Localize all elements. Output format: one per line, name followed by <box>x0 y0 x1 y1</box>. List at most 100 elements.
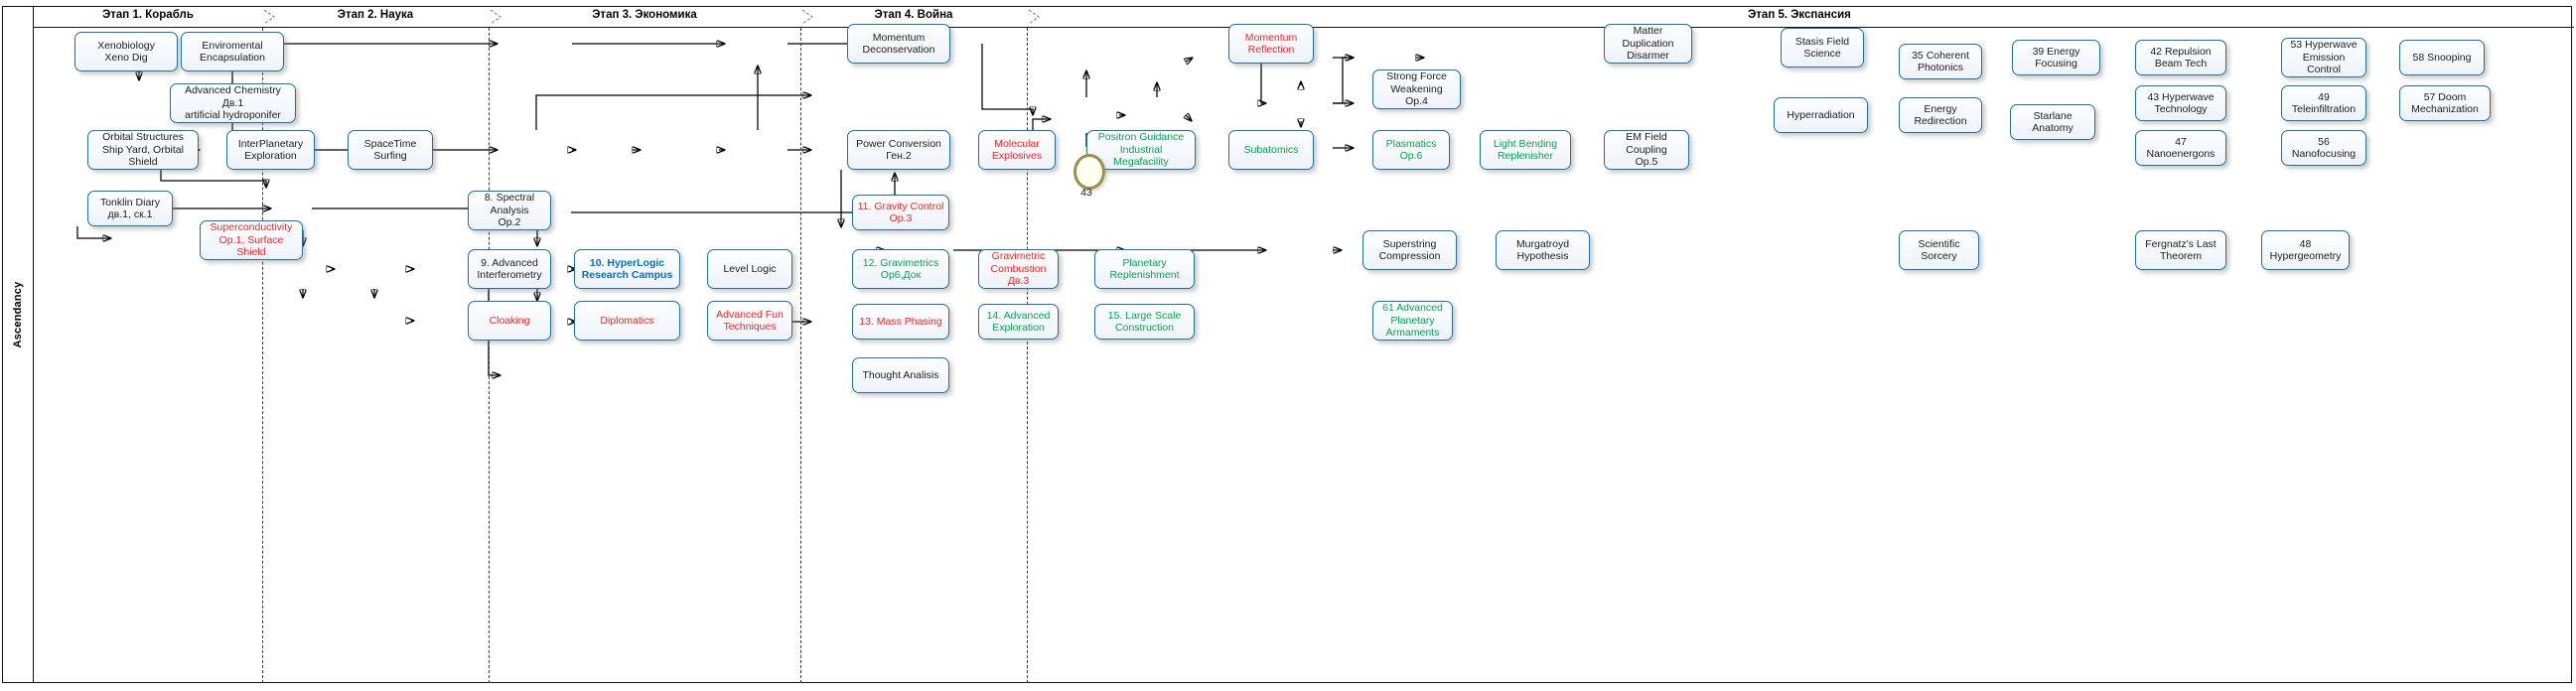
tech-node-label: 9. Advanced Interferometry <box>477 256 542 281</box>
tech-node-n24[interactable]: Plasmatics Op.6 <box>1372 130 1450 170</box>
tech-node-label: Fergnatz's Last Theorem <box>2145 237 2217 262</box>
tech-node-label: 47 Nanoenergons <box>2146 135 2216 160</box>
tech-node-n35[interactable]: 61 Advanced Planetary Armaments <box>1372 301 1453 341</box>
tech-node-n45[interactable]: 43 Hyperwave Technology <box>2135 85 2226 121</box>
tech-node-n02[interactable]: Enviromental Encapsulation <box>181 32 284 71</box>
tech-node-n49[interactable]: 57 Doom Mechanization <box>2399 85 2491 121</box>
tech-node-n30[interactable]: Gravimetric Combustion Дв.3 <box>978 249 1059 289</box>
tech-node-n18[interactable]: Momentum Reflection <box>1228 24 1314 64</box>
tech-node-label: Momentum Reflection <box>1244 31 1298 56</box>
tech-node-n32[interactable]: 13. Mass Phasing <box>852 304 949 340</box>
tech-node-n28[interactable]: 11. Gravity Control Op.3 <box>852 195 949 230</box>
tech-node-n39[interactable]: Stasis Field Science <box>1781 28 1864 68</box>
tech-node-label: 42 Repulsion Beam Tech <box>2150 45 2212 69</box>
tech-node-n37[interactable]: Murgatroyd Hypothesis <box>1496 230 1590 270</box>
tech-node-n06[interactable]: SpaceTime Surfing <box>348 130 433 170</box>
tech-node-label: Momentum Deconservation <box>862 31 935 56</box>
tech-node-label: Gravimetric Combustion Дв.3 <box>990 250 1047 288</box>
tech-node-n01[interactable]: Xenobiology Xeno Dig <box>74 32 178 71</box>
tech-node-n54[interactable]: 48 Hypergeometry <box>2261 230 2350 270</box>
tech-node-label: 12. Gravimetrics Ор6,Док <box>862 256 939 281</box>
tech-node-n22[interactable]: Positron Guidance Industrial Megafacilit… <box>1086 130 1196 170</box>
tech-node-n21[interactable]: Molecular Explosives <box>978 130 1056 170</box>
tech-node-n40[interactable]: Energy Redirection <box>1899 97 1982 133</box>
tech-node-label: 10. HyperLogic Research Campus <box>581 256 673 281</box>
tech-node-label: 15. Large Scale Construction <box>1107 309 1182 334</box>
tech-node-n42[interactable]: Starlane Anatomy <box>2010 104 2095 140</box>
diagram-frame <box>2 6 2572 683</box>
tech-node-n50[interactable]: 47 Nanoenergons <box>2135 130 2226 166</box>
tech-node-n31[interactable]: Planetary Replenishment <box>1094 249 1195 289</box>
tech-node-n26[interactable]: EM Field Coupling Op.5 <box>1604 130 1689 170</box>
tech-node-n05[interactable]: InterPlanetary Exploration <box>226 130 315 170</box>
tech-node-n16[interactable]: Thought Analisis <box>852 357 949 393</box>
tech-node-label: 14. Advanced Exploration <box>986 309 1051 334</box>
tech-node-label: Light Bending Replenisher <box>1493 137 1558 162</box>
tech-node-n34[interactable]: 15. Large Scale Construction <box>1094 304 1195 340</box>
tech-node-n15[interactable]: Advanced Fun Techniques <box>707 301 792 341</box>
phase-separator-p2 <box>262 28 263 683</box>
tech-node-label: Level Logic <box>723 262 777 275</box>
tech-node-label: Orbital Structures Ship Yard, Orbital Sh… <box>102 131 184 169</box>
tech-node-n23[interactable]: Subatomics <box>1228 130 1314 170</box>
phase-title-p3: Этап 3. Экономика <box>592 9 697 21</box>
tech-node-n41[interactable]: 35 Coherent Photonics <box>1899 44 1982 79</box>
tech-node-label: Stasis Field Science <box>1794 35 1850 60</box>
tech-node-label: 13. Mass Phasing <box>859 315 942 328</box>
tech-node-n48[interactable]: 49 Teleinfiltration <box>2281 85 2366 121</box>
tech-node-label: Advanced Chemistry Дв.1 artificial hydro… <box>185 84 281 122</box>
phase-title-p1: Этап 1. Корабль <box>102 9 194 21</box>
tech-node-label: Thought Analisis <box>862 368 939 381</box>
phase-separator-p5 <box>1027 28 1028 683</box>
tech-node-n29[interactable]: 12. Gravimetrics Ор6,Док <box>852 249 949 289</box>
tech-node-label: Hyperradiation <box>1787 108 1855 121</box>
tech-node-label: Diplomatics <box>600 314 654 327</box>
tech-node-n33[interactable]: 14. Advanced Exploration <box>978 304 1059 340</box>
phase-title-p5: Этап 5. Экспансия <box>1748 9 1851 21</box>
tech-node-label: 48 Hypergeometry <box>2269 237 2342 262</box>
tech-node-n13[interactable]: Cloaking <box>468 301 551 341</box>
tech-node-label: Enviromental Encapsulation <box>200 39 265 64</box>
lane-header-cell: Ascendancy <box>2 6 34 683</box>
tech-node-label: 11. Gravity Control Op.3 <box>857 200 944 224</box>
tech-node-label: Superconductivity Op.1, Surface Shield <box>210 221 293 259</box>
tech-node-n10[interactable]: 9. Advanced Interferometry <box>468 249 551 289</box>
tech-node-n20[interactable]: Power Conversion Ген.2 <box>847 130 950 170</box>
tech-node-label: 49 Teleinfiltration <box>2291 90 2357 115</box>
tech-node-label: Strong Force Weakening Op.4 <box>1386 70 1447 108</box>
tech-node-n25[interactable]: Light Bending Replenisher <box>1480 130 1571 170</box>
phase-chevron-p2 <box>260 6 282 28</box>
tech-node-n51[interactable]: 56 Nanofocusing <box>2281 130 2366 166</box>
tech-node-n09[interactable]: 8. Spectral Analysis Op.2 <box>468 191 551 230</box>
tech-node-n03[interactable]: Advanced Chemistry Дв.1 artificial hydro… <box>170 83 296 123</box>
tech-node-n07[interactable]: Tonklin Diary дв.1, ск.1 <box>87 191 173 226</box>
tech-node-n11[interactable]: 10. HyperLogic Research Campus <box>574 249 680 289</box>
tech-node-n04[interactable]: Orbital Structures Ship Yard, Orbital Sh… <box>87 130 199 170</box>
tech-node-n08[interactable]: Superconductivity Op.1, Surface Shield <box>200 220 303 260</box>
tech-node-label: 56 Nanofocusing <box>2291 135 2357 160</box>
tech-node-n53[interactable]: Fergnatz's Last Theorem <box>2135 230 2226 270</box>
tech-node-n36[interactable]: Superstring Compression <box>1362 230 1457 270</box>
tech-node-label: 8. Spectral Analysis Op.2 <box>484 192 535 229</box>
tech-node-label: Energy Redirection <box>1914 102 1967 127</box>
tech-node-label: SpaceTime Surfing <box>363 137 417 162</box>
tech-node-n46[interactable]: 53 Hyperwave Emission Control <box>2281 38 2366 77</box>
tech-node-label: 43 Hyperwave Technology <box>2147 90 2215 115</box>
tech-node-label: Positron Guidance Industrial Megafacilit… <box>1097 131 1185 169</box>
tech-node-n44[interactable]: 42 Repulsion Beam Tech <box>2135 40 2226 75</box>
tech-node-label: Planetary Replenishment <box>1109 256 1180 281</box>
tech-node-label: 58 Snooping <box>2412 51 2472 64</box>
tech-node-n12[interactable]: Level Logic <box>707 249 792 289</box>
tech-node-n43[interactable]: 39 Energy Focusing <box>2012 40 2100 75</box>
tech-node-n38[interactable]: Hyperradiation <box>1774 97 1868 133</box>
tech-node-n47[interactable]: 58 Snooping <box>2399 40 2485 75</box>
tech-node-label: Power Conversion Ген.2 <box>856 137 941 162</box>
tech-node-n27[interactable]: Matter Duplication Disarmer <box>1604 24 1692 64</box>
tech-node-n14[interactable]: Diplomatics <box>574 301 680 341</box>
tech-node-label: 53 Hyperwave Emission Control <box>2290 39 2358 76</box>
tech-node-n52[interactable]: Scientific Sorcery <box>1899 230 1979 270</box>
tech-node-n17[interactable]: Momentum Deconservation <box>847 24 950 64</box>
tech-node-label: Murgatroyd Hypothesis <box>1515 237 1570 262</box>
tech-node-n19[interactable]: Strong Force Weakening Op.4 <box>1372 69 1461 109</box>
